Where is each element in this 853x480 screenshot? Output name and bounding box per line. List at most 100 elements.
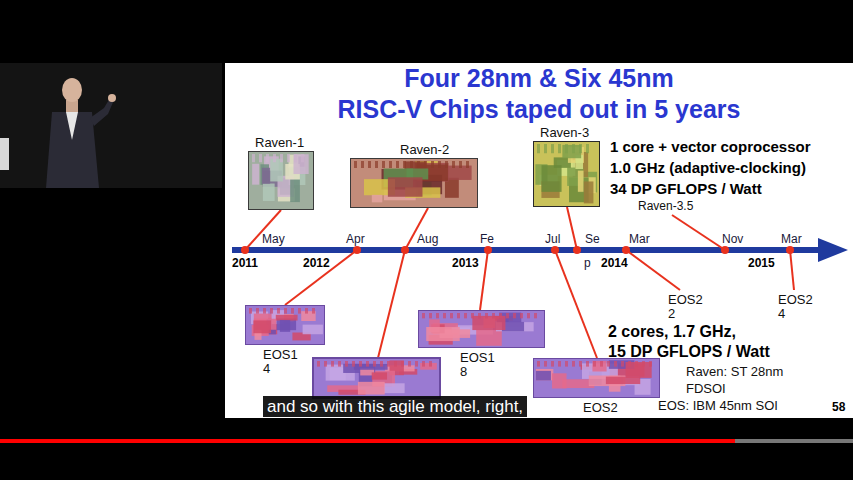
chip-pad <box>312 308 315 314</box>
chip-pad <box>607 361 610 367</box>
chip-pad <box>565 144 568 153</box>
leader-line <box>790 250 794 290</box>
chip-photo: EOS2 <box>533 358 660 398</box>
chip-pad <box>429 313 432 318</box>
month-label: Mar <box>629 232 650 246</box>
leader-line <box>555 250 597 358</box>
chip-block <box>426 327 460 341</box>
chip-die <box>245 305 325 345</box>
chip-block <box>252 164 259 185</box>
chip-pad <box>291 308 294 314</box>
video-inset <box>0 63 222 188</box>
chip-photo: EOS1 8 <box>418 310 545 348</box>
chip-art <box>533 358 660 398</box>
chip-pad <box>649 361 652 367</box>
chip-pad <box>466 161 469 168</box>
chip-pad <box>520 313 523 318</box>
chip-pad <box>287 154 290 162</box>
chip-pad <box>259 154 262 162</box>
chip-art <box>533 141 600 207</box>
chip-pad <box>452 161 455 168</box>
chip-pad <box>394 361 397 367</box>
chip-label: Raven-3 <box>540 126 589 140</box>
chip-block <box>280 320 290 332</box>
chip-block <box>372 372 387 379</box>
chip-pad <box>499 313 502 318</box>
chip-pad <box>256 308 259 314</box>
chip-pad <box>537 144 540 153</box>
chip-art <box>245 305 325 345</box>
chip-photo: Raven-1 <box>248 151 314 210</box>
chip-pad <box>387 361 390 367</box>
month-label: p <box>584 256 591 270</box>
month-label: Jul <box>545 232 560 246</box>
chip-pad <box>464 313 467 318</box>
timeline-dot <box>786 246 794 254</box>
chip-photo: Raven-2 <box>350 158 478 208</box>
month-label: May <box>262 232 285 246</box>
chip-block <box>263 184 275 201</box>
chip-pad <box>382 161 385 168</box>
chip-pad <box>572 144 575 153</box>
chip-pad <box>527 313 530 318</box>
subtitle: and so with this agile model, right, <box>263 396 527 417</box>
chip-pad <box>352 361 355 367</box>
chip-pad <box>457 313 460 318</box>
chip-die <box>533 141 600 207</box>
spec-text: 34 DP GFLOPS / Watt <box>610 178 762 199</box>
spec-text: 15 DP GFLOPS / Watt <box>608 342 770 362</box>
leader-line <box>480 250 488 310</box>
chip-pad <box>438 161 441 168</box>
chip-photo: EOS1 4 <box>245 305 325 345</box>
chip-block <box>388 177 423 196</box>
chip-pad <box>551 361 554 367</box>
chip-pad <box>273 154 276 162</box>
chip-pad <box>324 361 327 367</box>
chip-pad <box>628 361 631 367</box>
chip-block <box>536 369 553 380</box>
chip-pad <box>586 361 589 367</box>
chip-pad <box>424 161 427 168</box>
chip-pad <box>301 154 304 162</box>
month-label: Mar <box>781 232 802 246</box>
chip-pad <box>459 161 462 168</box>
progress-remaining <box>735 439 853 443</box>
chip-name: EOS2 2 <box>668 293 708 321</box>
chip-block <box>552 373 567 388</box>
year-label: 2014 <box>601 256 628 270</box>
spec-text: 1 core + vector coprocessor <box>610 136 811 157</box>
chip-pad <box>621 361 624 367</box>
chip-pad <box>375 161 378 168</box>
chip-pad <box>298 308 301 314</box>
chip-pad <box>506 313 509 318</box>
chip-pad <box>422 361 425 367</box>
chip-pad <box>294 154 297 162</box>
chip-art <box>350 158 478 208</box>
speaker-jacket <box>46 112 99 188</box>
chip-block <box>262 168 270 184</box>
chip-pad <box>263 308 266 314</box>
chip-photo: Raven-3 <box>533 141 600 207</box>
month-label: Fe <box>480 232 494 246</box>
slide-number: 58 <box>832 400 845 414</box>
leader-line <box>567 207 577 250</box>
month-label: Se <box>585 232 600 246</box>
chip-die <box>533 358 660 398</box>
chip-pad <box>401 361 404 367</box>
chip-die <box>248 151 314 210</box>
chip-pad <box>408 361 411 367</box>
chip-pad <box>565 361 568 367</box>
chip-block <box>606 377 640 384</box>
chip-die <box>418 310 545 348</box>
chip-die <box>313 358 440 398</box>
chip-block <box>384 383 405 393</box>
chip-pad <box>544 361 547 367</box>
chip-pad <box>558 361 561 367</box>
chip-pad <box>443 313 446 318</box>
chip-label: EOS1 4 <box>263 348 303 376</box>
chip-block <box>536 371 551 380</box>
process-note: Raven: ST 28nm <box>686 363 783 380</box>
chip-name: Raven-3.5 <box>638 199 693 213</box>
speaker-shirt <box>66 112 78 140</box>
chip-pad <box>366 361 369 367</box>
